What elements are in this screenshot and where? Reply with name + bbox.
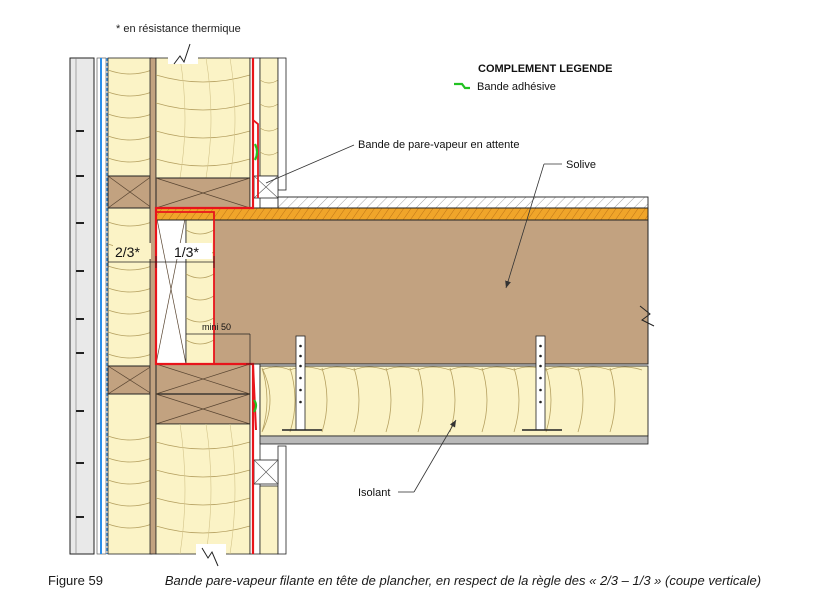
min-dimension-label: mini 50 <box>202 322 231 332</box>
exterior-insulation <box>107 57 153 555</box>
legend-item: Bande adhésive <box>477 81 556 93</box>
joist-label: Solive <box>566 159 596 171</box>
legend: COMPLEMENT LEGENDE Bande adhésive <box>454 63 612 93</box>
floor-finish <box>277 196 649 209</box>
vapour-band-leader <box>265 144 355 184</box>
figure-number: Figure 59 <box>48 573 103 588</box>
rim-insulation <box>185 213 215 365</box>
adhesive-tape-lower <box>253 399 258 413</box>
legend-title: COMPLEMENT LEGENDE <box>478 63 612 75</box>
outer-wood-blocking <box>107 175 153 395</box>
bottom-plate <box>155 363 251 425</box>
vapour-barrier-band <box>156 119 259 364</box>
adhesive-band-legend-icon <box>454 82 470 90</box>
floor-joist <box>213 219 655 365</box>
insulation-leader-2 <box>413 419 457 493</box>
cladding <box>69 57 95 555</box>
min-dimension <box>186 333 254 365</box>
interior-insulation-lower <box>155 423 251 555</box>
osb-subfloor <box>155 207 649 221</box>
ratio-left-label: 2/3* <box>115 244 140 260</box>
interior-insulation-upper <box>155 57 251 179</box>
service-cavity <box>249 57 287 555</box>
figure-caption-text: Bande pare-vapeur filante en tête de pla… <box>164 573 762 588</box>
vapour-barrier-ceiling <box>252 363 257 431</box>
adhesive-tape-upper <box>254 143 259 161</box>
rim-joist <box>155 213 187 365</box>
top-plate <box>155 177 251 209</box>
vapour-barrier <box>154 58 255 554</box>
rain-screen-membrane <box>96 57 108 555</box>
vapour-band-label: Bande de pare-vapeur en attente <box>358 139 519 151</box>
thermal-note: * en résistance thermique <box>116 23 241 35</box>
ratio-right-label: 1/3* <box>174 244 199 260</box>
break-mark-bottom <box>196 544 226 567</box>
ratio-dimension <box>107 243 215 268</box>
ceiling-board <box>259 435 649 445</box>
break-mark-top <box>168 40 198 65</box>
joist-leader-2 <box>505 163 545 289</box>
insulation-label: Isolant <box>358 487 390 499</box>
